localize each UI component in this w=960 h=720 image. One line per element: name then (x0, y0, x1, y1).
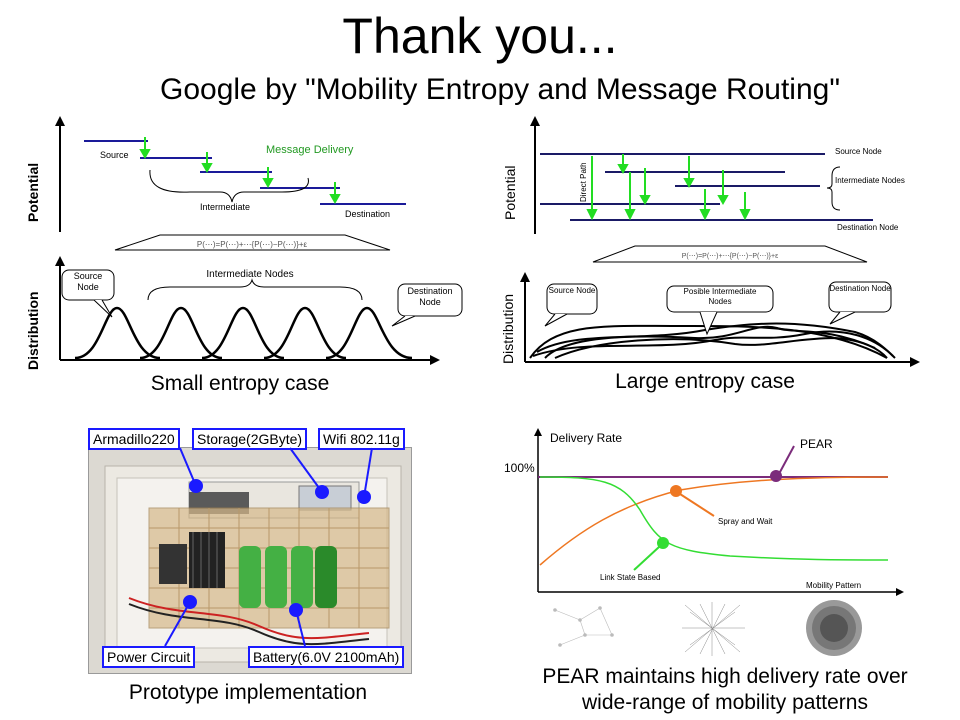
mobility-pattern-thumbnails (548, 598, 866, 660)
destination-node-callout-text: Destination Node (829, 284, 891, 293)
source-label: Source (100, 150, 129, 160)
intermediate-nodes-brace (147, 278, 363, 301)
intermediate-brace (149, 169, 309, 203)
formula-glyphs: P(⋯)=P(⋯)+⋯{P(⋯)−P(⋯)}+ε (197, 240, 308, 249)
spray-marker (670, 485, 682, 497)
storage-label: Storage(2GByte) (192, 428, 308, 450)
battery-label: Battery(6.0V 2100mAh) (248, 646, 405, 668)
power-circuit-label: Power Circuit (102, 646, 196, 668)
source-node-callout (61, 269, 115, 301)
destination-label: Destination (345, 209, 390, 219)
y-axis-label: Delivery Rate (550, 431, 622, 445)
prototype-caption: Prototype implementation (128, 681, 368, 704)
direct-path-label: Direct Path (579, 162, 588, 202)
spray-series-line (539, 476, 889, 566)
distribution-curves (529, 322, 896, 359)
pear-caption: PEAR maintains high delivery rate over w… (500, 664, 950, 716)
small-entropy-caption: Small entropy case (150, 372, 330, 395)
pear-delivery-chart: Delivery Rate 100% Mobility Pattern PEAR… (504, 428, 904, 660)
small-entropy-diagram: Potential Message Delivery Source Interm… (25, 116, 463, 370)
pear-series-label: PEAR (800, 437, 833, 451)
pear-marker (770, 470, 782, 482)
distribution-curves (74, 306, 413, 360)
slide-subtitle: Google by "Mobility Entropy and Message … (160, 73, 840, 106)
source-node-callout-text: Source Node (548, 286, 596, 295)
x-axis-label: Mobility Pattern (806, 581, 861, 590)
potential-axis-arrow (55, 116, 65, 126)
intermediate-label: Intermediate (200, 202, 250, 212)
link-series-line (539, 476, 889, 561)
distribution-label: Distribution (25, 291, 41, 370)
delivery-arrows (139, 137, 341, 205)
svg-text:P(⋯)=P(⋯)+⋯{P(⋯)−P(⋯)}+ε: P(⋯)=P(⋯)+⋯{P(⋯)−P(⋯)}+ε (682, 253, 778, 260)
destination-node-label: Destination Node (837, 223, 899, 232)
distribution-label: Distribution (500, 294, 516, 364)
pear-caption-line1: PEAR maintains high delivery rate over (542, 665, 908, 688)
armadillo-label: Armadillo220 (88, 428, 180, 450)
destination-node-callout (397, 283, 463, 317)
potential-label: Potential (25, 163, 41, 222)
formula-trapezoid (114, 234, 391, 251)
possible-nodes-callout-text: Posible Intermediate Nodes (683, 287, 757, 306)
pear-caption-line2: wide-range of mobility patterns (582, 691, 868, 714)
message-delivery-label: Message Delivery (266, 144, 354, 156)
destination-node-callout-text: Destination Node (407, 286, 453, 307)
formula-trapezoid (592, 245, 868, 263)
prototype-photo (88, 447, 412, 674)
large-entropy-caption: Large entropy case (615, 370, 795, 393)
spray-series-label: Spray and Wait (718, 517, 773, 526)
source-node-callout-text: Source Node (73, 271, 103, 292)
link-marker (657, 537, 669, 549)
intermediate-nodes-label: Intermediate Nodes (835, 176, 905, 185)
slide-title: Thank you... (342, 8, 618, 64)
potential-label: Potential (502, 166, 518, 220)
link-series-label: Link State Based (600, 573, 660, 582)
wifi-label: Wifi 802.11g (318, 428, 405, 450)
large-entropy-diagram: Potential Direct Path Source Node Interm… (500, 116, 920, 367)
direct-path-arrows (586, 154, 751, 221)
y-tick-100: 100% (504, 461, 535, 475)
source-node-label: Source Node (835, 147, 882, 156)
intermediate-nodes-label: Intermediate Nodes (206, 269, 293, 280)
